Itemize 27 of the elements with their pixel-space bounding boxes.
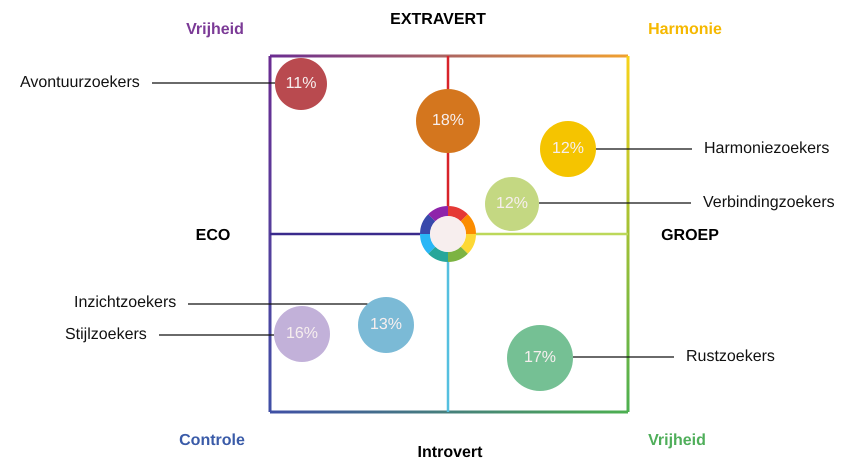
quadrant-label: Harmonie [648,20,722,40]
leader-line [572,356,674,358]
percentage-bubble: 16% [274,306,330,362]
segment-label: Rustzoekers [674,347,787,367]
quadrant-label: Vrijheid [186,20,244,40]
leader-line [159,334,274,336]
percentage-bubble: 13% [358,297,414,353]
percentage-bubble: 18% [416,89,480,153]
segment-label: Verbindingzoekers [691,193,847,213]
segment-label: Inzichtzoekers [62,293,188,313]
axis-label: GROEP [661,226,719,246]
percentage-bubble: 17% [507,325,573,391]
percentage-bubble: 12% [540,121,596,177]
axis-label: Introvert [418,443,482,460]
leader-line [596,148,692,150]
segment-label: Stijlzoekers [53,325,159,345]
percentage-bubble: 11% [275,58,327,110]
axis-label: ECO [196,226,230,246]
quadrant-label: Vrijheid [648,431,706,451]
segment-label: Harmoniezoekers [692,139,842,159]
leader-line [188,303,368,305]
quadrant-label: Controle [179,431,245,451]
leader-line [538,202,691,204]
axis-label: EXTRAVERT [390,10,486,30]
percentage-bubble: 12% [485,177,539,231]
segment-label: Avontuurzoekers [8,73,152,93]
leader-line [152,82,276,84]
